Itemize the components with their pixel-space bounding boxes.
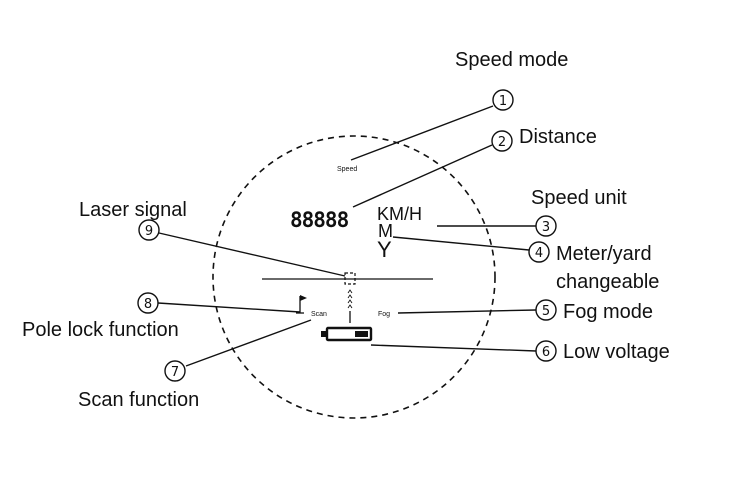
speed-indicator-text: Speed [337,166,357,173]
callout-9-number: 9 [145,224,153,239]
callout-5-number: 5 [542,304,550,319]
callout-2-label: Distance [519,126,597,148]
battery-icon [321,326,373,342]
callout-7-label: Scan function [78,389,199,411]
speed-unit-text: KM/H [377,204,422,224]
callout-4-label-line-1: Meter/yard [556,243,652,265]
callout-9-label: Laser signal [79,199,187,221]
leader-line-7 [185,319,312,367]
callout-7-scan-function: 7 Scan function [78,360,199,411]
callout-5-fog-mode: 5 Fog mode [535,299,653,323]
leader-line-4 [392,236,530,251]
laser-signal-chevrons-icon [347,289,353,309]
fog-indicator-text: Fog [378,311,390,318]
callout-8-pole-lock: 8 Pole lock function [22,292,179,341]
scan-indicator-text: Scan [311,311,327,318]
callout-8-number: 8 [144,297,152,312]
callout-1-speed-mode: 1 Speed mode [455,49,568,111]
leader-line-9 [158,232,346,277]
leader-line-2 [352,144,493,208]
callout-2-distance: 2 Distance [491,126,597,152]
callout-3-speed-unit: 3 Speed unit [531,187,627,237]
callout-4-meter-yard: 4 Meter/yard changeable [528,241,659,293]
callout-6-number: 6 [542,345,550,360]
viewfinder-circle [212,135,496,419]
leader-line-6 [370,344,537,352]
distance-digits: 88888 [290,208,349,232]
callout-1-number: 1 [499,94,507,109]
callout-3-number: 3 [542,220,550,235]
pole-lock-flag-icon [296,295,307,314]
callout-4-number: 4 [535,246,543,261]
callout-1-label: Speed mode [455,49,568,71]
callout-2-number: 2 [498,135,506,150]
callout-6-label: Low voltage [563,341,670,363]
callout-3-label: Speed unit [531,187,627,209]
meter-unit-text: M [378,221,393,241]
callout-6-low-voltage: 6 Low voltage [535,340,670,363]
laser-signal-reticle-icon [344,272,356,285]
leader-line-8 [157,302,301,313]
callout-7-number: 7 [171,365,179,380]
leader-line-5 [397,309,537,314]
callout-8-label: Pole lock function [22,319,179,341]
callout-9-laser-signal: 9 Laser signal [79,199,187,241]
leader-line-1 [350,105,494,161]
callout-5-label: Fog mode [563,301,653,323]
yard-unit-text: Y [377,237,392,262]
callout-4-label-line-2: changeable [556,271,659,293]
